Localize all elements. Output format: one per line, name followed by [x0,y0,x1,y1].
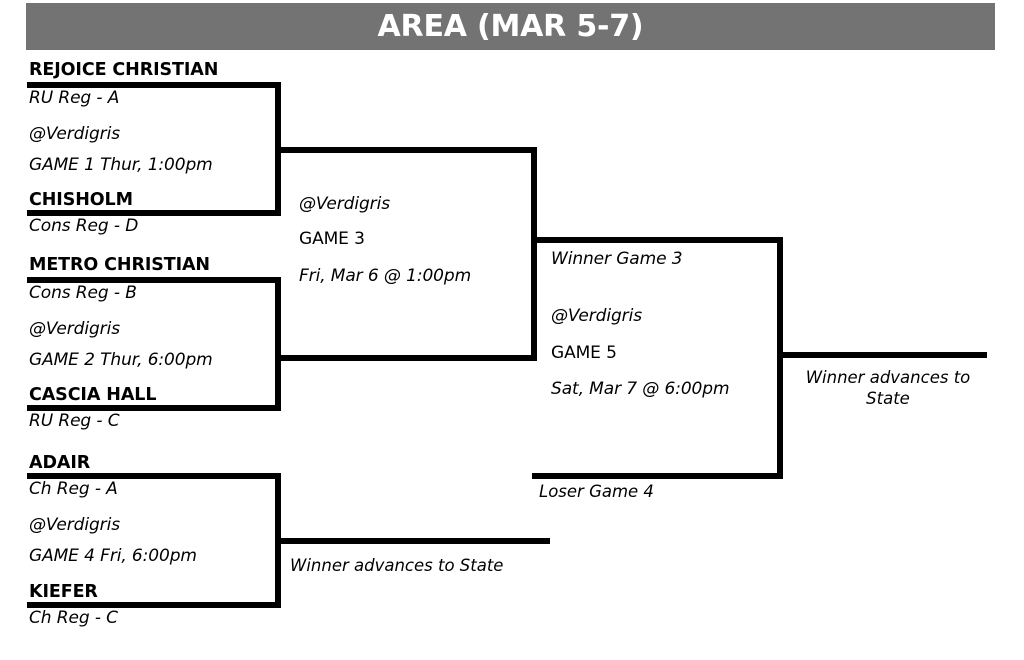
seed-kiefer: Ch Reg - C [29,608,118,628]
bracket-line-game4-bottom [27,602,281,608]
bracket-line-game4-top [27,473,281,479]
feeder-winner-game3: Winner Game 3 [551,249,683,269]
team-cascia-hall: CASCIA HALL [29,385,157,405]
time-game3: Fri, Mar 6 @ 1:00pm [299,266,472,286]
bracket-line-game3-top [281,147,537,153]
venue-game4: @Verdigris [29,515,120,535]
bracket-line-game3-bottom [281,355,537,361]
seed-cascia-hall: RU Reg - C [29,411,120,431]
bracket-line-game5-top [532,237,783,243]
time-game1: GAME 1 Thur, 1:00pm [29,155,213,175]
seed-chisholm: Cons Reg - D [29,216,139,236]
bracket-connector-game3 [531,147,537,361]
bracket-line-game5-bottom [532,473,783,479]
seed-rejoice-christian: RU Reg - A [29,88,120,108]
label-game3: GAME 3 [299,229,365,249]
team-rejoice-christian: REJOICE CHRISTIAN [29,60,219,80]
venue-game1: @Verdigris [29,124,120,144]
venue-game2: @Verdigris [29,319,120,339]
label-game5: GAME 5 [551,343,617,363]
seed-adair: Ch Reg - A [29,479,118,499]
team-metro-christian: METRO CHRISTIAN [29,255,210,275]
time-game2: GAME 2 Thur, 6:00pm [29,350,213,370]
venue-game3: @Verdigris [299,194,390,214]
bracket-line-final-output [783,352,987,358]
page-title: AREA (MAR 5-7) [377,9,644,44]
bracket-line-game1-bottom [27,210,281,216]
bracket-line-game2-bottom [27,405,281,411]
header-bar: AREA (MAR 5-7) [26,3,995,50]
bracket-connector-game2 [275,277,281,411]
team-chisholm: CHISHOLM [29,190,133,210]
feeder-loser-game4: Loser Game 4 [539,482,654,501]
bracket-connector-game1 [275,82,281,216]
team-adair: ADAIR [29,453,91,473]
bracket-line-game2-top [27,277,281,283]
venue-game5: @Verdigris [551,306,642,326]
time-game4: GAME 4 Fri, 6:00pm [29,546,197,566]
time-game5: Sat, Mar 7 @ 6:00pm [551,379,730,399]
game4-advance-note: Winner advances to State [290,556,504,575]
bracket-connector-game4 [275,473,281,607]
team-kiefer: KIEFER [29,582,98,602]
final-advance-note: Winner advances to State [805,368,971,408]
bracket-line-game1-top [27,82,281,88]
bracket-line-game4-output [281,538,550,544]
bracket-connector-game5 [777,237,783,479]
seed-metro-christian: Cons Reg - B [29,283,137,303]
